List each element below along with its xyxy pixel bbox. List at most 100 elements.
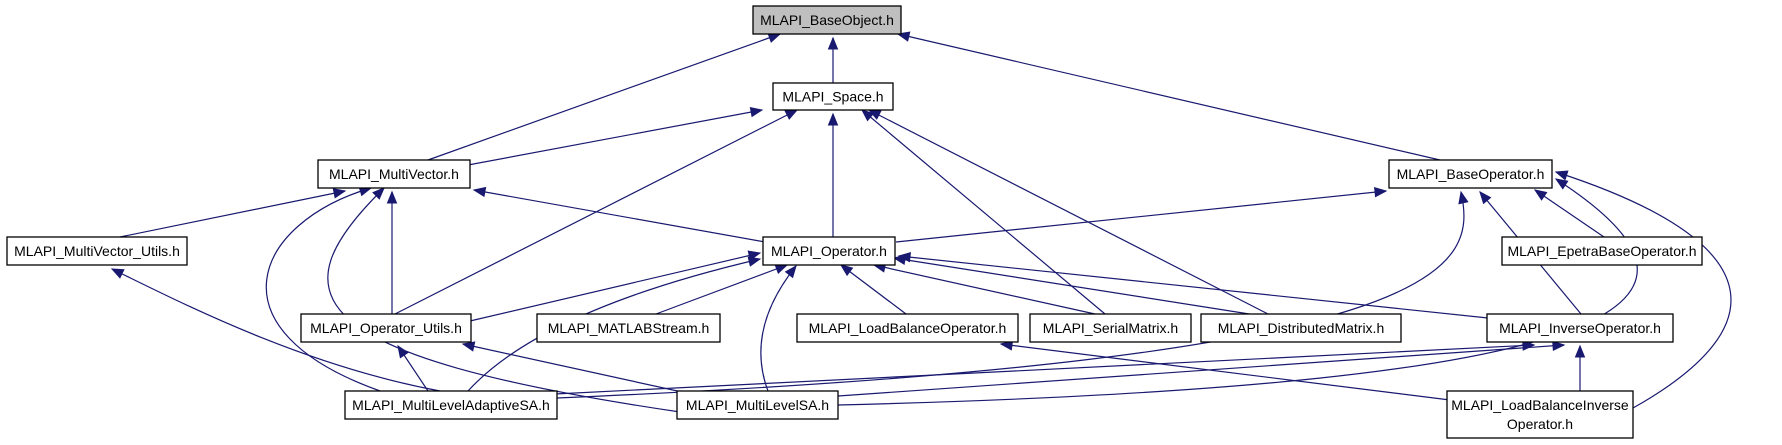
edge-oputils-to-multivector bbox=[386, 190, 398, 314]
edge-oputils-to-operator bbox=[469, 250, 762, 322]
node-box bbox=[536, 313, 721, 343]
edge-mladaptive-to-mvutils bbox=[110, 268, 441, 392]
node-label: MLAPI_DistributedMatrix.h bbox=[1218, 320, 1385, 336]
edge-arrowhead bbox=[397, 344, 409, 359]
edge-operator-to-multivector bbox=[472, 186, 766, 243]
node-label: MLAPI_MATLABStream.h bbox=[548, 320, 710, 336]
edge-line bbox=[861, 109, 1106, 315]
node-label: MLAPI_Operator_Utils.h bbox=[310, 320, 462, 336]
edge-arrowhead bbox=[749, 106, 764, 118]
node-box bbox=[1200, 313, 1402, 343]
edge-line bbox=[473, 189, 766, 243]
node-box bbox=[752, 5, 902, 35]
edge-line bbox=[873, 264, 1096, 315]
node-box bbox=[796, 313, 1019, 343]
edge-line bbox=[1000, 343, 1451, 401]
edge-arrowhead bbox=[1374, 186, 1388, 198]
node-operator[interactable]: MLAPI_Operator.h bbox=[762, 236, 896, 266]
edge-line bbox=[327, 187, 681, 413]
node-box bbox=[1501, 236, 1703, 266]
node-box bbox=[300, 313, 472, 343]
node-space[interactable]: MLAPI_Space.h bbox=[772, 82, 894, 111]
edge-line bbox=[895, 190, 1387, 243]
node-multivector[interactable]: MLAPI_MultiVector.h bbox=[317, 159, 471, 189]
node-box bbox=[344, 390, 558, 420]
edge-serial-to-operator bbox=[872, 262, 1096, 315]
node-box bbox=[317, 159, 471, 189]
edge-line bbox=[760, 265, 797, 392]
edge-operator-to-space bbox=[827, 112, 839, 237]
edge-multivector-to-baseobject bbox=[427, 32, 782, 161]
node-box bbox=[1446, 390, 1634, 439]
edge-arrowhead bbox=[767, 32, 782, 43]
edge-arrowhead bbox=[839, 264, 854, 277]
node-matlab[interactable]: MLAPI_MATLABStream.h bbox=[536, 313, 721, 343]
node-box bbox=[676, 390, 839, 420]
edge-line bbox=[897, 33, 1441, 161]
node-box bbox=[762, 236, 896, 266]
node-mladaptive[interactable]: MLAPI_MultiLevelAdaptiveSA.h bbox=[344, 390, 558, 420]
edge-arrowhead bbox=[372, 187, 385, 200]
edge-arrowhead bbox=[1554, 178, 1569, 190]
edge-mladaptive-to-baseoperator bbox=[556, 190, 1469, 399]
edge-arrowhead bbox=[386, 190, 398, 204]
node-label: MLAPI_InverseOperator.h bbox=[1499, 320, 1661, 336]
edge-lbinverse-to-inverse bbox=[1574, 344, 1586, 391]
edge-line bbox=[1534, 189, 1605, 238]
edge-arrowhead bbox=[827, 36, 839, 50]
node-box bbox=[6, 236, 188, 266]
node-epetrabase[interactable]: MLAPI_EpetraBaseOperator.h bbox=[1501, 236, 1703, 266]
node-box bbox=[1029, 313, 1192, 343]
edge-line bbox=[655, 264, 788, 315]
edge-mvutils-to-multivector bbox=[119, 188, 347, 238]
edge-inverse-to-operator bbox=[897, 251, 1489, 319]
edge-arrowhead bbox=[1574, 344, 1586, 358]
node-label: MLAPI_MultiLevelSA.h bbox=[686, 397, 829, 413]
edge-arrowhead bbox=[1479, 190, 1492, 205]
node-distributed[interactable]: MLAPI_DistributedMatrix.h bbox=[1200, 313, 1402, 343]
edge-arrowhead bbox=[1554, 170, 1569, 181]
graph-edges bbox=[110, 31, 1732, 413]
edge-arrowhead bbox=[747, 256, 762, 267]
edge-lbinverse-to-baseoperator bbox=[1554, 170, 1732, 409]
node-serial[interactable]: MLAPI_SerialMatrix.h bbox=[1029, 313, 1192, 343]
node-box bbox=[1486, 313, 1674, 343]
node-baseoperator[interactable]: MLAPI_BaseOperator.h bbox=[1388, 159, 1553, 189]
edge-mlsa-to-multivector bbox=[327, 187, 681, 413]
edge-line bbox=[462, 343, 683, 393]
node-label: MLAPI_EpetraBaseOperator.h bbox=[1507, 243, 1696, 259]
edge-arrowhead bbox=[860, 109, 875, 122]
node-label: MLAPI_Space.h bbox=[782, 89, 883, 105]
node-label-line2: Operator.h bbox=[1507, 416, 1573, 432]
edge-line bbox=[840, 264, 907, 315]
node-label: MLAPI_MultiLevelAdaptiveSA.h bbox=[352, 397, 550, 413]
edge-arrowhead bbox=[461, 341, 476, 352]
node-label: MLAPI_LoadBalanceInverse bbox=[1451, 397, 1629, 413]
edge-line bbox=[111, 268, 441, 392]
edge-line bbox=[898, 255, 1489, 319]
graph-nodes: MLAPI_BaseObject.hMLAPI_Space.hMLAPI_Mul… bbox=[6, 5, 1703, 439]
node-mlsa[interactable]: MLAPI_MultiLevelSA.h bbox=[676, 390, 839, 420]
edge-line bbox=[556, 191, 1465, 399]
edge-line bbox=[1555, 171, 1732, 409]
node-label: MLAPI_SerialMatrix.h bbox=[1043, 320, 1178, 336]
edge-lbop-to-operator bbox=[839, 264, 907, 315]
node-label: MLAPI_Operator.h bbox=[771, 243, 887, 259]
node-label: MLAPI_BaseObject.h bbox=[760, 12, 894, 28]
node-inverse[interactable]: MLAPI_InverseOperator.h bbox=[1486, 313, 1674, 343]
edge-mlsa-to-inverse bbox=[837, 340, 1566, 397]
edge-mlsa-to-operator bbox=[760, 264, 797, 392]
node-mvutils[interactable]: MLAPI_MultiVector_Utils.h bbox=[6, 236, 188, 266]
edge-arrowhead bbox=[1552, 340, 1566, 352]
node-oputils[interactable]: MLAPI_Operator_Utils.h bbox=[300, 313, 472, 343]
node-lbop[interactable]: MLAPI_LoadBalanceOperator.h bbox=[796, 313, 1019, 343]
edge-arrowhead bbox=[332, 188, 347, 199]
edge-line bbox=[119, 190, 346, 238]
edge-line bbox=[837, 344, 1565, 397]
node-box bbox=[1388, 159, 1553, 189]
edge-baseoperator-to-baseobject bbox=[896, 31, 1441, 161]
edge-epetrabase-to-baseoperator bbox=[1533, 189, 1605, 238]
edge-arrowhead bbox=[110, 268, 125, 279]
